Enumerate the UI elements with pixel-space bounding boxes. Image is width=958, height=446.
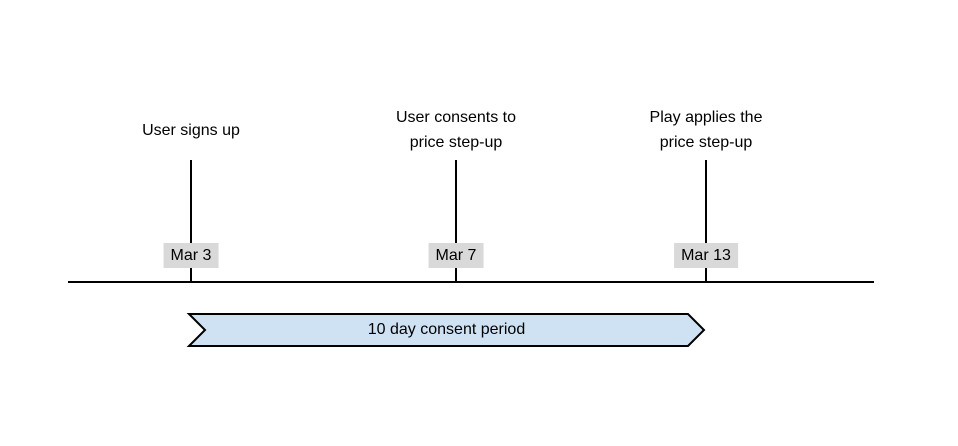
event-label: User consents to price step-up <box>395 109 517 151</box>
event-label: Play applies the price step-up <box>649 109 763 151</box>
ribbon-arrow-polygon <box>186 313 706 347</box>
event-date-badge: Mar 7 <box>428 243 484 268</box>
event-tick-line <box>190 160 192 282</box>
timeline-axis <box>68 281 874 283</box>
event-date-badge: Mar 3 <box>163 243 219 268</box>
event-tick-line <box>705 160 707 282</box>
ribbon-arrow-shape <box>186 313 706 347</box>
event-label: User signs up <box>142 121 240 139</box>
event-date-badge: Mar 13 <box>674 243 738 268</box>
event-tick-line <box>455 160 457 282</box>
consent-period-label: 10 day consent period <box>367 321 526 338</box>
consent-period-ribbon: 10 day consent period <box>186 313 706 347</box>
